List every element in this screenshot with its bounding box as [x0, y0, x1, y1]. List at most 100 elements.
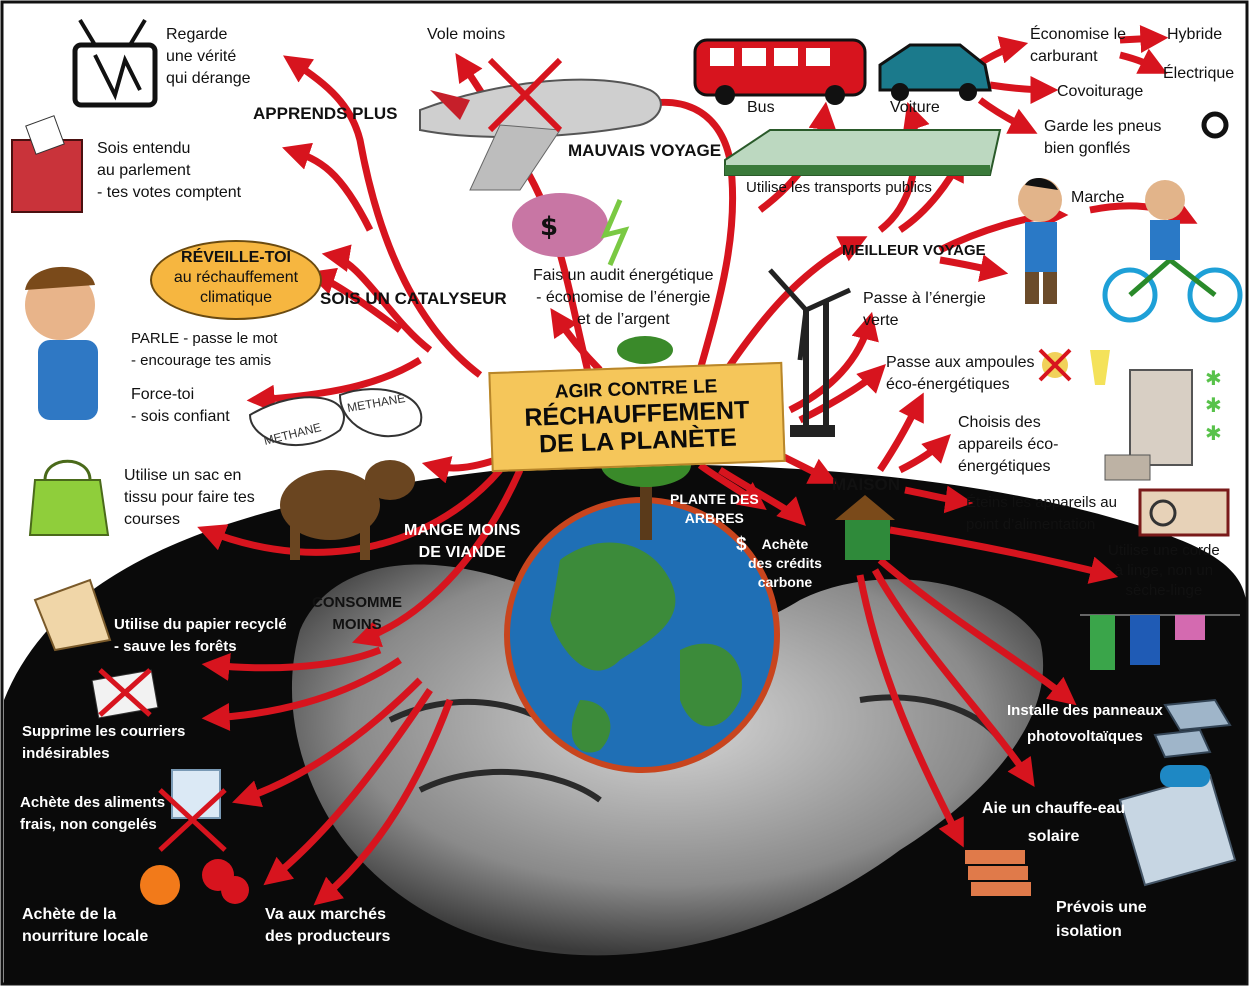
mange-line-1: MANGE MOINS: [404, 522, 521, 539]
arrow-locale: [263, 688, 433, 886]
insulation-icon: [965, 850, 1031, 896]
arrow-electrique: [1119, 48, 1168, 74]
arrow-maison-up: [877, 392, 924, 472]
papier-line-2: - sauve les forêts: [114, 638, 237, 655]
chauffe-line-1: Aie un chauffe-eau: [982, 800, 1126, 817]
force-line-2: - sois confiant: [131, 408, 230, 425]
branch-maison: MAISON: [832, 475, 900, 494]
arrow-mange: [197, 467, 503, 556]
leaf-pneus: Garde les pneus bien gonflés: [1044, 116, 1161, 160]
economise-line-2: carburant: [1030, 48, 1098, 65]
audit-line-3: et de l’argent: [577, 311, 670, 328]
svg-text:✱: ✱: [1205, 366, 1222, 390]
leaf-force: Force-toi - sois confiant: [131, 384, 230, 428]
leaf-audit: Fais un audit énergétique - économise de…: [533, 265, 714, 331]
aliments-line-1: Achète des aliments: [20, 794, 166, 811]
appareils-line-1: Choisis des: [958, 414, 1041, 431]
central-title: AGIR CONTRE LE RÉCHAUFFEMENT DE LA PLANÈ…: [488, 361, 786, 473]
branch-meilleur-voyage: MEILLEUR VOYAGE: [842, 242, 986, 259]
ice-cube-icon: [158, 769, 227, 852]
appareils-line-3: énergétiques: [958, 458, 1051, 475]
arrow-papier: [201, 646, 382, 681]
marches-line-1: Va aux marchés: [265, 906, 386, 923]
svg-text:$: $: [540, 212, 558, 242]
isolation-line-2: isolation: [1056, 923, 1122, 940]
mange-line-2: DE VIANDE: [418, 544, 506, 561]
reveille-line-2: au réchauffement: [173, 269, 299, 286]
leaf-courriers: Supprime les courriers indésirables: [22, 721, 185, 765]
leaf-corde: Utilise une corde à linge, non un sèche-…: [1108, 541, 1220, 601]
cyclist-icon: [1102, 180, 1243, 323]
leaf-electrique: Électrique: [1163, 65, 1235, 82]
entendu-line-1: Sois entendu: [97, 140, 191, 157]
appareils-line-2: appareils éco-: [958, 436, 1059, 453]
parle-line-1: PARLE - passe le mot: [131, 330, 278, 347]
mail-icon: [91, 668, 159, 719]
pneus-line-1: Garde les pneus: [1044, 118, 1162, 135]
verte-line-2: verte: [863, 312, 899, 329]
force-line-1: Force-toi: [131, 386, 195, 403]
power-socket-icon: [1138, 488, 1230, 537]
papier-line-1: Utilise du papier recyclé: [114, 616, 287, 633]
tram-icon: [724, 129, 1002, 176]
leaf-bus: Bus: [747, 99, 775, 116]
ballot-box-icon: [11, 115, 83, 213]
regarde-line-2: une vérité: [166, 48, 237, 65]
clothesline-icon: [1080, 614, 1240, 670]
leaf-marches: Va aux marchés des producteurs: [265, 904, 390, 948]
dollar-icon: $: [736, 534, 747, 555]
leaf-vole-moins: Vole moins: [427, 26, 506, 43]
airplane-icon: [419, 57, 662, 191]
leaf-parle: PARLE - passe le mot - encourage tes ami…: [131, 328, 277, 372]
cow-icon: [248, 388, 423, 560]
corde-line-1: Utilise une corde: [1108, 542, 1220, 559]
branch-consomme-moins: CONSOMME MOINS: [312, 592, 402, 636]
isolation-line-1: Prévois une: [1056, 899, 1147, 916]
arrow-audit: [550, 308, 603, 373]
arrow-courriers: [201, 657, 402, 731]
aliments-line-2: frais, non congelés: [20, 816, 157, 833]
eteins-line-2: point d’alimentation: [966, 516, 1096, 533]
arrow-consomme: [352, 468, 524, 648]
arrow-corde: [889, 526, 1119, 584]
leaf-eteins: Éteins les appareils au point d’alimenta…: [966, 492, 1117, 536]
branch-apprends-plus: APPRENDS PLUS: [253, 104, 398, 123]
economise-line-1: Économise le: [1030, 26, 1127, 43]
seedling-icon: [617, 336, 673, 364]
leaf-papier: Utilise du papier recyclé - sauve les fo…: [114, 614, 287, 658]
parle-line-2: - encourage tes amis: [131, 352, 272, 369]
piggy-bank-icon: $: [512, 193, 630, 266]
arrow-isolation: [856, 574, 964, 848]
arrow-ampoules: [798, 364, 886, 424]
arrow-entendu: [282, 142, 374, 232]
house-icon: [835, 495, 895, 560]
arrow-pneus: [977, 97, 1038, 134]
leaf-sac: Utilise un sac en tissu pour faire tes c…: [124, 465, 255, 531]
credits-line-1: Achète: [761, 536, 809, 552]
leaf-aliments: Achète des aliments frais, non congelés: [20, 792, 165, 836]
solar-panel-icon: [1153, 698, 1232, 759]
leaf-isolation: Prévois une isolation: [1056, 896, 1147, 944]
consomme-line-1: CONSOMME: [312, 594, 402, 611]
plante-line-2: ARBRES: [684, 510, 744, 526]
leaf-credits: Achète des crédits carbone: [748, 535, 822, 592]
chauffe-line-2: solaire: [1027, 828, 1080, 845]
tire-icon: [1201, 111, 1229, 139]
leaf-hybride: Hybride: [1167, 26, 1223, 43]
audit-line-1: Fais un audit énergétique: [533, 267, 714, 284]
leaf-transports: Utilise les transports publics: [746, 179, 932, 196]
car-icon: [878, 43, 992, 101]
paper-icon: [33, 578, 112, 652]
arrows: [197, 24, 1198, 906]
courriers-line-2: indésirables: [22, 745, 110, 762]
corde-line-2: à linge, non un: [1114, 562, 1214, 579]
entendu-line-2: au parlement: [97, 162, 191, 179]
arrow-walk: [939, 254, 1009, 282]
arrow-marches: [313, 698, 454, 906]
tote-bag-icon: [28, 459, 110, 536]
branch-plante-arbres: PLANTE DES ARBRES: [670, 490, 759, 528]
arrow-reveille: [321, 244, 433, 353]
branch-mange-moins: MANGE MOINS DE VIANDE: [404, 520, 520, 564]
sac-line-2: tissu pour faire tes: [124, 489, 255, 506]
plante-line-1: PLANTE DES: [670, 491, 759, 507]
